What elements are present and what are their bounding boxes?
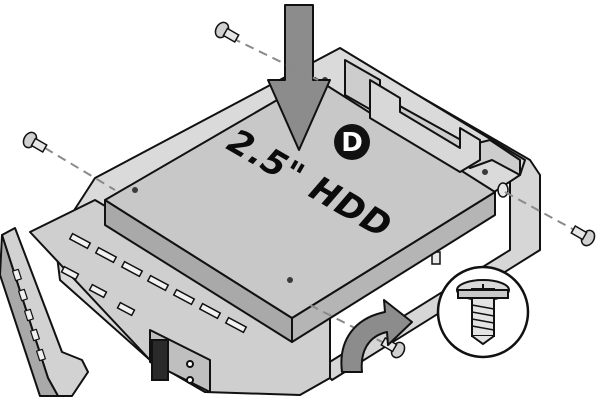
drive-connector bbox=[369, 79, 481, 173]
step-d-badge: D bbox=[334, 124, 370, 160]
step-badge-circle bbox=[334, 124, 370, 160]
tray-latch bbox=[151, 339, 194, 384]
lever-grip-slots bbox=[12, 268, 46, 362]
drive-top-face bbox=[104, 77, 496, 319]
screw-icon bbox=[22, 21, 596, 359]
tray-rail-slots bbox=[60, 232, 248, 334]
led-indicator bbox=[186, 360, 194, 368]
screw-guide-lines bbox=[44, 37, 579, 346]
curved-arrow-icon bbox=[340, 299, 413, 373]
screw-magnified-icon bbox=[436, 265, 530, 359]
tray-lever bbox=[0, 227, 89, 397]
led-indicator bbox=[186, 376, 194, 384]
step-letter: D bbox=[341, 128, 363, 158]
hard-drive bbox=[104, 77, 496, 343]
down-arrow-icon bbox=[267, 4, 331, 151]
